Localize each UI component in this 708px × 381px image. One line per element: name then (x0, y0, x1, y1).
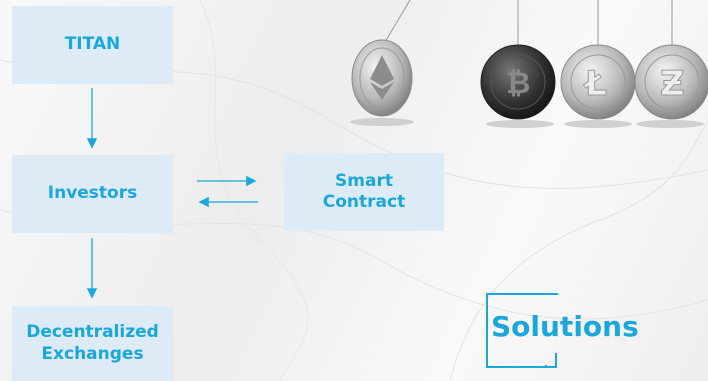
node-investors: Investors (12, 155, 173, 233)
bitcoin-coin-icon: ₿ (480, 44, 556, 120)
node-titan: TITAN (12, 6, 173, 84)
svg-text:₿: ₿ (506, 66, 530, 101)
crypto-coins-illustration: ₿ Ł Ƶ (350, 0, 708, 128)
node-smart-contract-label: Smart Contract (322, 170, 406, 212)
solutions-logo-frame-bottom (486, 353, 557, 368)
node-decentralized-exchanges: Decentralized Exchanges (12, 306, 173, 381)
svg-text:Ł: Ł (583, 64, 607, 104)
ethereum-coin-icon (351, 39, 413, 117)
node-investors-label: Investors (47, 183, 138, 204)
svg-text:Ƶ: Ƶ (660, 64, 685, 104)
node-smart-contract: Smart Contract (284, 153, 444, 231)
zcash-coin-icon: Ƶ (634, 44, 708, 120)
solutions-logo-text: Solutions (491, 310, 639, 343)
node-titan-label: TITAN (64, 34, 121, 55)
node-exchanges-label: Decentralized Exchanges (26, 322, 159, 364)
litecoin-coin-icon: Ł (560, 44, 636, 120)
